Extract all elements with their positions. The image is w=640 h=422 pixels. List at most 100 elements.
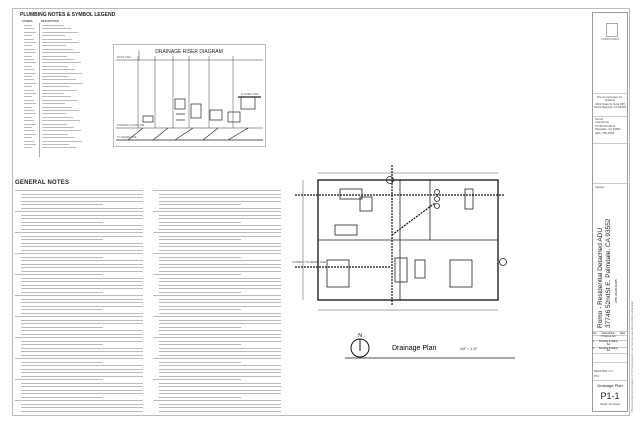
project-address: 37746 52ndSt E. Palmdale, CA 93552 (605, 218, 612, 329)
company-line: Santa Barbara, CA 93105 (594, 105, 626, 110)
notes-line (159, 365, 281, 366)
notes-line (21, 242, 143, 244)
roof-line-label: ROOF LINE (117, 56, 131, 59)
notes-line (159, 263, 281, 265)
rev-date (618, 348, 627, 354)
legend-row (42, 55, 67, 57)
owner-line: 37746 52ndSt E. (595, 123, 616, 128)
legend-row (42, 35, 65, 37)
notes-line (159, 284, 281, 286)
notes-line (21, 386, 143, 387)
notes-line (159, 351, 281, 352)
legend-row (42, 52, 80, 54)
notes-line (15, 358, 143, 359)
notes-line (159, 291, 241, 293)
notes-line (21, 193, 143, 195)
notes-line (159, 302, 281, 303)
legend-row (42, 48, 73, 50)
notes-line (159, 221, 241, 223)
legend-row (24, 137, 32, 139)
company-line: The CompCodes Inc. (596, 95, 624, 99)
notes-line (159, 340, 281, 342)
legend-row (42, 116, 73, 118)
legend-row (42, 144, 69, 145)
legend-col-description: DESCRIPTION (41, 20, 59, 23)
notes-line (21, 305, 143, 307)
notes-line (159, 214, 281, 216)
notes-line (15, 274, 103, 275)
notes-line (159, 242, 281, 244)
legend-row (24, 59, 34, 60)
notes-line (159, 347, 281, 349)
notes-line (21, 228, 143, 230)
notes-line (21, 225, 143, 226)
notes-line (159, 403, 281, 405)
legend-row (24, 86, 32, 88)
legend-row (42, 76, 69, 77)
legend-row (24, 76, 32, 77)
notes-line (159, 298, 281, 300)
legend-row (42, 42, 79, 43)
legend-row (24, 93, 36, 94)
symbol-legend: PLUMBING NOTES & SYMBOL LEGEND SYMBOL DE… (20, 12, 115, 157)
rev-no: 2 (593, 346, 595, 350)
notes-line (21, 389, 143, 391)
legend-row (24, 25, 32, 26)
stamps-label: Stamps (595, 185, 605, 189)
notes-line (21, 368, 143, 370)
legend-row (24, 130, 34, 132)
rev-header: Date (619, 332, 626, 335)
legend-row (24, 72, 36, 74)
notes-line (159, 396, 241, 398)
legend-row (42, 96, 71, 98)
fixture-label: KITCHEN SINK (241, 93, 259, 96)
legend-row (42, 127, 74, 128)
general-notes: GENERAL NOTES (15, 180, 285, 415)
notes-line (159, 281, 281, 282)
notes-line (21, 330, 143, 331)
rev-header: Description (602, 332, 615, 335)
rev-date (618, 336, 627, 340)
legend-row (24, 31, 36, 33)
notes-line (159, 326, 241, 328)
riser-title: DRAINAGE RISER DIAGRAM (155, 49, 223, 55)
notes-line (15, 232, 143, 233)
notes-line (159, 200, 281, 202)
notes-line (21, 246, 143, 247)
notes-line (21, 277, 143, 279)
legend-row (24, 120, 34, 122)
notes-line (159, 246, 281, 247)
legend-row (24, 113, 36, 115)
legend-row (42, 38, 72, 40)
legend-row (42, 110, 79, 111)
notes-line (21, 302, 143, 303)
legend-row (24, 140, 34, 142)
north-arrow-label: N (358, 333, 362, 339)
company-line: 3463 State St Suite 395 (595, 101, 625, 106)
notes-line (21, 323, 143, 324)
legend-row (42, 120, 80, 122)
apn: APN 3023041005 (614, 279, 618, 303)
drainage-floor-plan: CONNECT TO SEWER LINE N Drainage Plan 1/… (292, 165, 515, 359)
legend-row (42, 45, 66, 47)
notes-line (15, 316, 143, 317)
legend-row (42, 137, 75, 139)
notes-line (21, 249, 143, 251)
notes-line (159, 249, 281, 251)
notes-line (21, 312, 143, 314)
notes-line (21, 344, 103, 345)
notes-line (159, 393, 281, 394)
legend-row (42, 113, 66, 115)
sheet-scale: Scale: As Noted (600, 402, 620, 406)
floor-line-label: FINISHED FLOOR LINE (117, 124, 145, 127)
owner-info: Owner Uriel Romo 37746 52ndSt E. Palmdal… (595, 117, 621, 135)
legend-row (42, 65, 68, 67)
notes-line (153, 253, 281, 254)
notes-line (159, 323, 281, 324)
connect-note: CONNECT TO SEWER LINE (292, 260, 326, 264)
notes-line (21, 298, 143, 300)
notes-line (21, 267, 143, 268)
rev-desc: Progress Set (601, 335, 616, 338)
notes-line (21, 309, 103, 310)
